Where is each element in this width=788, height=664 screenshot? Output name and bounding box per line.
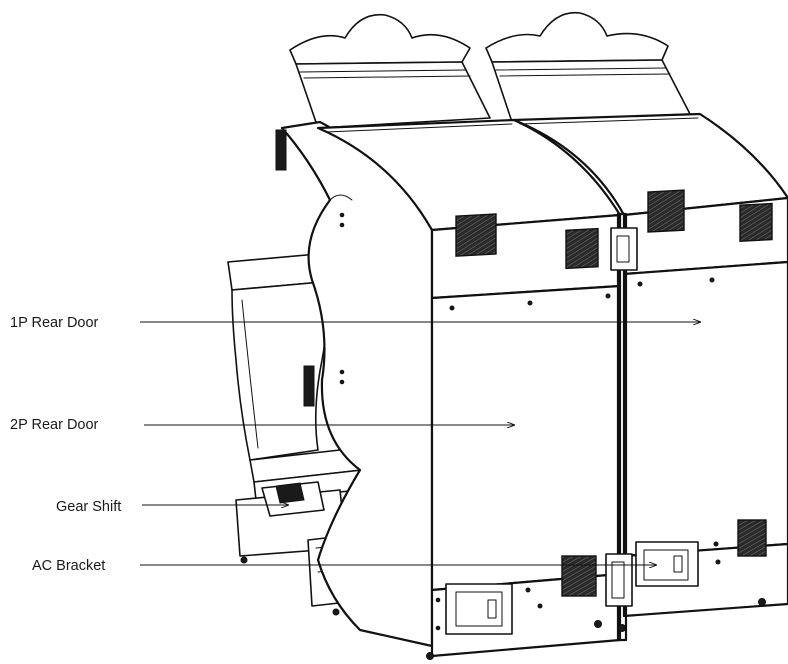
- label-gear-shift: Gear Shift: [56, 499, 121, 515]
- cabinet-1p: [276, 120, 620, 660]
- label-ac-bracket: AC Bracket: [32, 558, 105, 574]
- label-2p-rear-door: 2P Rear Door: [10, 417, 99, 433]
- marquee-1p: [290, 15, 490, 128]
- marquee-2p: [486, 13, 690, 122]
- label-1p-rear-door: 1P Rear Door: [10, 315, 99, 331]
